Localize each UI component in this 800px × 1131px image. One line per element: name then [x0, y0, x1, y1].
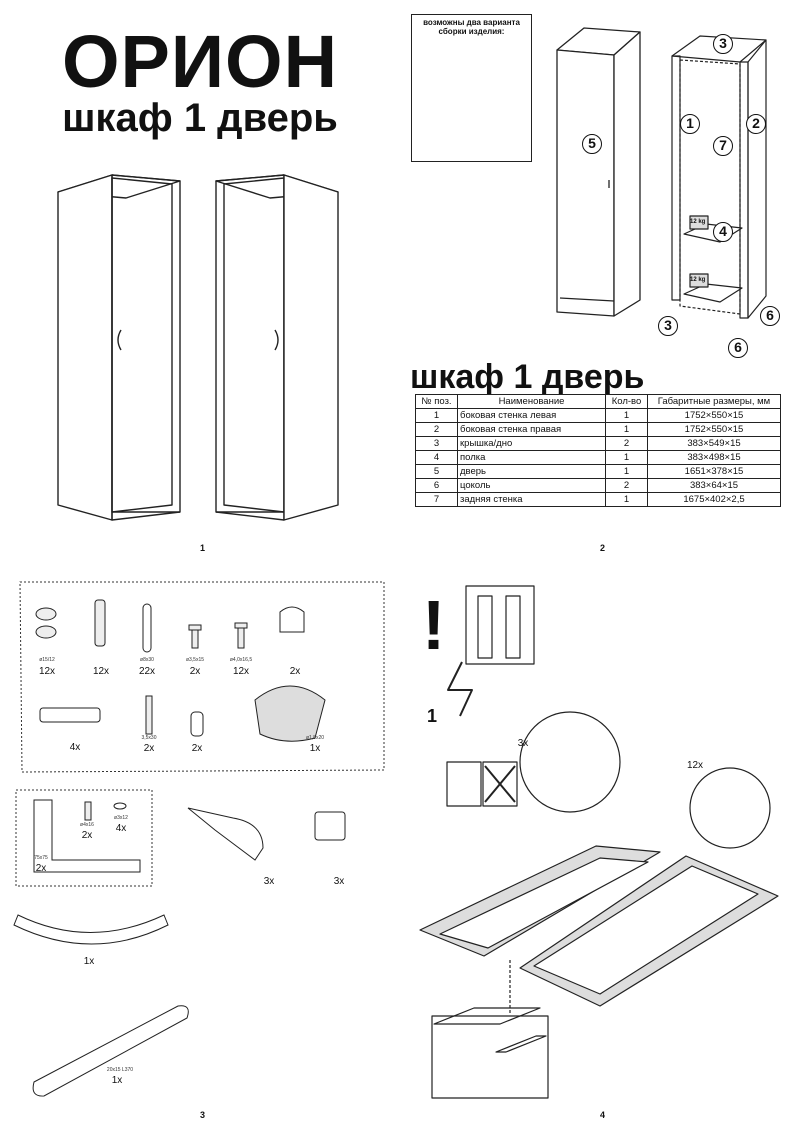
kit-qty-screw: 12x: [232, 666, 250, 677]
table-header-row: № поз. Наименование Кол-во Габаритные ра…: [415, 394, 781, 409]
callout-2: 2: [746, 114, 766, 134]
callout-3-bottom: 3: [658, 316, 678, 336]
kit-spec-long-screw: 3,5x30: [141, 735, 157, 741]
rod-spec: 20x15 L370: [106, 1067, 134, 1073]
cell-pos: 1: [415, 408, 458, 423]
cell-size: 383×64×15: [647, 478, 781, 493]
cell-pos: 3: [415, 436, 458, 451]
weight-label-1: 12 kg: [690, 219, 706, 225]
kit-spec-dowel: ø8x30: [140, 657, 154, 663]
table-row: 2 боковая стенка правая 1 1752×550×15: [415, 422, 781, 437]
col-header-pos: № поз.: [415, 394, 458, 409]
callout-1: 1: [680, 114, 700, 134]
callout-6-bottom: 6: [728, 338, 748, 358]
step-qty-12x: 12x: [686, 760, 704, 771]
table-row: 1 боковая стенка левая 1 1752×550×15: [415, 408, 781, 423]
cell-size: 383×549×15: [647, 436, 781, 451]
bracket-qty: 2x: [35, 863, 47, 874]
kit-qty-nails: 1x: [309, 743, 321, 754]
col-header-name: Наименование: [457, 394, 606, 409]
callout-4: 4: [713, 222, 733, 242]
cell-size: 1752×550×15: [647, 408, 781, 423]
cell-pos: 6: [415, 478, 458, 493]
callout-7: 7: [713, 136, 733, 156]
kit-qty-screw-small: 2x: [189, 666, 201, 677]
cell-qty: 1: [605, 450, 648, 465]
cell-name: крышка/дно: [457, 436, 606, 451]
cell-pos: 2: [415, 422, 458, 437]
page-title: ОРИОН: [61, 20, 339, 103]
cell-qty: 2: [605, 478, 648, 493]
kit-spec-nails: ø1,8x20: [305, 735, 325, 741]
page-number-1: 1: [200, 543, 206, 553]
cell-name: задняя стенка: [457, 492, 606, 507]
cell-name: боковая стенка правая: [457, 422, 606, 437]
col-header-qty: Кол-во: [605, 394, 648, 409]
warning-exclamation-icon: !: [422, 586, 446, 664]
cell-name: боковая стенка левая: [457, 408, 606, 423]
kit-qty-cam: 12x: [38, 666, 56, 677]
cell-qty: 1: [605, 422, 648, 437]
rod-qty: 1x: [111, 1075, 123, 1086]
variants-box: [411, 14, 532, 162]
page-number-4: 4: [600, 1110, 606, 1120]
bracket-cap-qty: 4x: [115, 823, 127, 834]
bracket-spec: 75x75: [34, 855, 48, 861]
table-row: 4 полка 1 383×498×15: [415, 450, 781, 465]
table-row: 5 дверь 1 1651×378×15: [415, 464, 781, 479]
handle-qty: 1x: [83, 956, 95, 967]
cell-pos: 7: [415, 492, 458, 507]
callout-5: 5: [582, 134, 602, 154]
kit-qty-cam-bolt: 12x: [92, 666, 110, 677]
bracket-cap-spec: ø3x12: [114, 815, 128, 821]
wardrobe-left-illustration: [57, 174, 181, 521]
page-subtitle: шкаф 1 дверь: [62, 96, 338, 140]
callout-3-top: 3: [713, 34, 733, 54]
cell-qty: 1: [605, 464, 648, 479]
table-title: шкаф 1 дверь: [410, 358, 645, 396]
page-number-3: 3: [200, 1110, 206, 1120]
kit-qty-shelf-holder: 2x: [289, 666, 301, 677]
kit-qty-foot: 4x: [69, 742, 81, 753]
variants-note: возможны два варианта сборки изделия:: [423, 18, 520, 36]
parts-table: № поз. Наименование Кол-во Габаритные ра…: [415, 394, 781, 507]
hinge-plate-qty: 3x: [333, 876, 345, 887]
cell-pos: 4: [415, 450, 458, 465]
kit-spec-cam: ø15/12: [39, 657, 55, 663]
cell-qty: 2: [605, 436, 648, 451]
cell-qty: 1: [605, 492, 648, 507]
col-header-size: Габаритные размеры, мм: [647, 394, 781, 409]
kit-spec-screw-small: ø3,5x15: [185, 657, 205, 663]
kit-qty-dowel: 22x: [138, 666, 156, 677]
cell-qty: 1: [605, 408, 648, 423]
bracket-screw-spec: ø4x16: [80, 822, 94, 828]
cell-name: полка: [457, 450, 606, 465]
callout-6-right: 6: [760, 306, 780, 326]
table-row: 7 задняя стенка 1 1675×402×2,5: [415, 492, 781, 507]
cell-pos: 5: [415, 464, 458, 479]
cell-name: цоколь: [457, 478, 606, 493]
table-row: 3 крышка/дно 2 383×549×15: [415, 436, 781, 451]
weight-label-2: 12 kg: [690, 277, 706, 283]
wardrobe-right-illustration: [215, 174, 339, 521]
cell-name: дверь: [457, 464, 606, 479]
table-row: 6 цоколь 2 383×64×15: [415, 478, 781, 493]
cell-size: 1752×550×15: [647, 422, 781, 437]
cell-size: 383×498×15: [647, 450, 781, 465]
step-qty-3x: 3x: [517, 738, 529, 749]
kit-qty-cap: 2x: [191, 743, 203, 754]
kit-qty-long-screw: 2x: [143, 743, 155, 754]
step-number: 1: [427, 706, 438, 726]
cell-size: 1675×402×2,5: [647, 492, 781, 507]
kit-spec-screw: ø4,0x16,5: [229, 657, 253, 663]
bracket-screw-qty: 2x: [81, 830, 93, 841]
hinge-qty: 3x: [263, 876, 275, 887]
cell-size: 1651×378×15: [647, 464, 781, 479]
page-number-2: 2: [600, 543, 606, 553]
